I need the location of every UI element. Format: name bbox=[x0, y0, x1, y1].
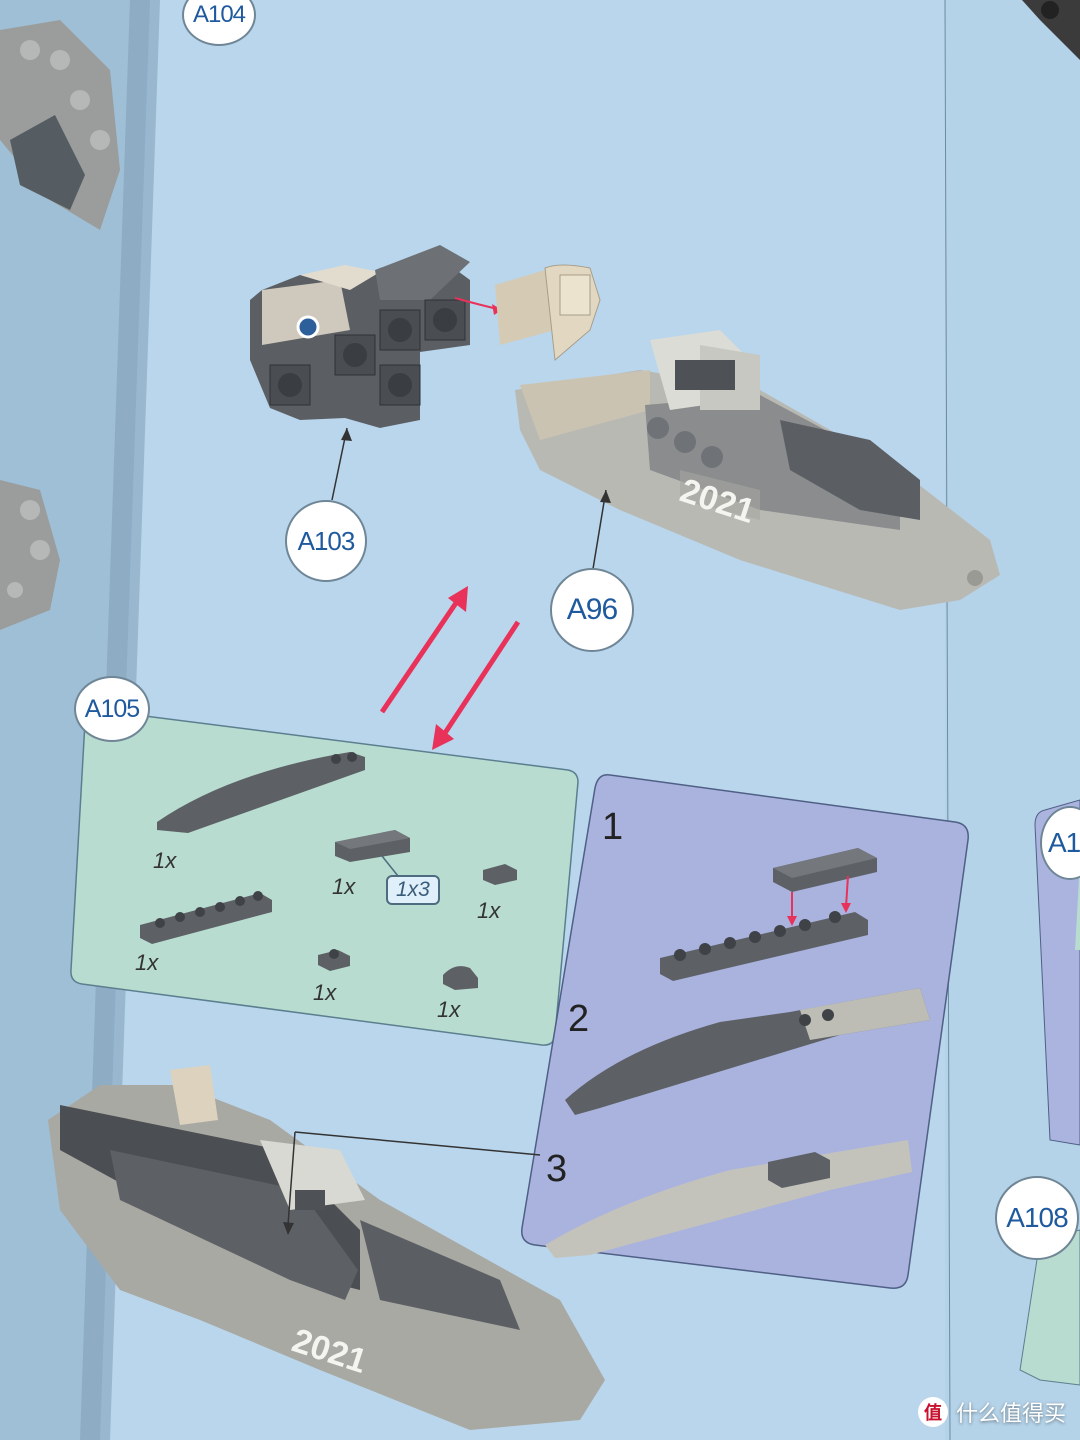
part-qty-round-1x1: 1x bbox=[437, 997, 461, 1022]
callout-a103: A103 bbox=[285, 500, 367, 582]
step-number-3: 3 bbox=[546, 1148, 568, 1190]
part-qty-wedge: 1x bbox=[153, 848, 177, 873]
watermark: 值 什么值得买 bbox=[917, 1396, 1066, 1428]
watermark-text: 什么值得买 bbox=[955, 1402, 1066, 1427]
part-qty-plate-1x1: 1x bbox=[313, 980, 337, 1005]
step-number-2: 2 bbox=[568, 998, 590, 1040]
sub-assembly-a103 bbox=[250, 245, 470, 428]
sub-assembly-a96 bbox=[495, 264, 1000, 610]
part-qty-tile-small: 1x bbox=[477, 898, 501, 923]
left-page-model-bottom bbox=[0, 480, 60, 630]
left-page-model-top bbox=[0, 20, 120, 230]
callout-a108: A108 bbox=[995, 1176, 1079, 1260]
watermark-logo-icon: 值 bbox=[917, 1397, 948, 1427]
part-qty-plate-1x6: 1x bbox=[135, 950, 159, 975]
sub-assembly-a105-result bbox=[48, 1065, 605, 1430]
step-number-1: 1 bbox=[602, 806, 624, 848]
callout-a105: A105 bbox=[74, 676, 150, 742]
part-qty-tile-1x3: 1x bbox=[332, 874, 356, 899]
part-size-tag: 1x3 bbox=[386, 875, 440, 905]
callout-a96: A96 bbox=[550, 568, 634, 652]
swap-arrows bbox=[379, 586, 521, 750]
